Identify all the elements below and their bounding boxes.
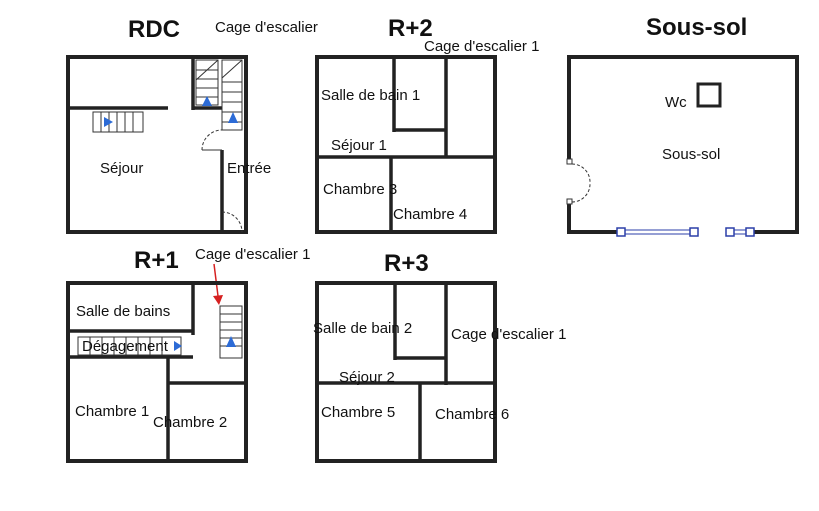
- outer-wall-rdc: [66, 55, 248, 234]
- floor-title-r1: R+1: [134, 247, 179, 274]
- room-label-sejour: Séjour 2: [339, 369, 395, 386]
- floor-title-sous-sol: Sous-sol: [646, 14, 747, 41]
- stair-label-rdc: Cage d'escalier: [215, 19, 318, 36]
- wc-icon: [696, 82, 722, 108]
- room-label-sejour: Séjour: [100, 160, 143, 177]
- room-label-chambre1: Chambre 1: [75, 403, 149, 420]
- door-icon: [565, 158, 591, 205]
- floor-r2: R+2 Cage d'escalier 1 Salle de bain 1 Sé…: [315, 15, 539, 234]
- outer-wall-r2: [315, 55, 497, 234]
- room-label-sejour: Séjour 1: [331, 137, 387, 154]
- room-label-degagement: Dégagement: [82, 338, 169, 355]
- pointer-arrow: [213, 263, 219, 297]
- outer-wall-r1: [66, 281, 248, 463]
- stair-icon: [92, 59, 243, 133]
- stair-label-r1: Cage d'escalier 1: [195, 246, 310, 263]
- pointer-arrowhead: [213, 295, 223, 305]
- door-swing: [221, 211, 243, 233]
- floor-r3: R+3 Salle de bain 2 Cage d'escalier 1 Sé…: [313, 250, 566, 463]
- floor-title-rdc: RDC: [128, 16, 180, 43]
- room-label-chambre5: Chambre 5: [321, 404, 395, 421]
- room-label-cage-escalier: Cage d'escalier 1: [451, 326, 566, 343]
- stair-label-r2: Cage d'escalier 1: [424, 38, 539, 55]
- room-label-chambre6: Chambre 6: [435, 406, 509, 423]
- room-label-chambre4: Chambre 4: [393, 206, 467, 223]
- floor-title-r2: R+2: [388, 15, 433, 42]
- floor-rdc: RDC Cage d'escalier Séjou: [66, 16, 318, 234]
- room-label-salle-de-bain: Salle de bain 2: [313, 320, 412, 337]
- room-label-salle-de-bain: Salle de bain 1: [321, 87, 420, 104]
- outer-wall-sous-sol: [567, 55, 799, 234]
- room-label-salle-de-bains: Salle de bains: [76, 303, 170, 320]
- floor-sous-sol: Sous-sol Wc Sous-sol: [565, 14, 799, 237]
- room-label-chambre3: Chambre 3: [323, 181, 397, 198]
- window-icon: [616, 227, 755, 237]
- room-label-entree: Entrée: [227, 160, 271, 177]
- floor-r1: R+1 Cage d'escalier 1 Salle de bains Dég…: [66, 246, 310, 463]
- door-swing: [201, 129, 223, 151]
- outer-wall-r3: [315, 281, 497, 463]
- floor-title-r3: R+3: [384, 250, 429, 277]
- room-label-sous-sol: Sous-sol: [662, 146, 720, 163]
- room-label-wc: Wc: [665, 94, 687, 111]
- room-label-chambre2: Chambre 2: [153, 414, 227, 431]
- stair-icon: [77, 305, 243, 359]
